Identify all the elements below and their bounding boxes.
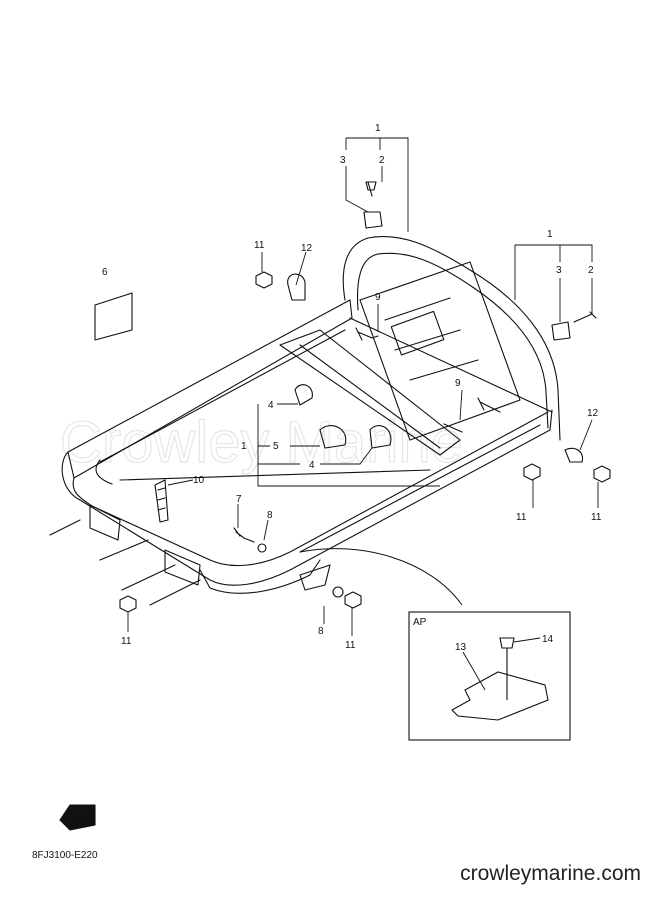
frame-left-rail [61, 409, 553, 586]
bolt-7 [233, 527, 255, 543]
callout-12-top: 12 [301, 243, 313, 254]
clip-4-lower [369, 425, 392, 449]
callouts: 1 3 2 11 12 9 1 3 2 6 4 1 5 4 9 12 11 11… [70, 123, 602, 828]
skid-plate-lines [49, 519, 201, 606]
clip-5 [319, 425, 347, 449]
diagram-code: 8FJ3100-E220 [32, 850, 98, 861]
callout-3-top: 3 [340, 155, 346, 166]
screw-14 [499, 637, 515, 700]
callout-1-mid: 1 [241, 441, 247, 452]
frame-front-rail [72, 411, 549, 567]
clamp-12-right [564, 447, 584, 463]
site-url: crowleymarine.com [460, 862, 641, 885]
washer-8-lower [332, 586, 344, 598]
callout-11-left: 11 [121, 636, 132, 647]
frame-right-rail [95, 424, 541, 553]
nut-11-bottom [344, 591, 362, 609]
callout-9-top: 9 [375, 292, 381, 303]
callout-11-right-a: 11 [516, 512, 527, 523]
strap-10 [154, 479, 169, 523]
bolt-9-mid [443, 397, 501, 433]
callout-9-mid: 9 [455, 378, 461, 389]
front-tab [299, 564, 331, 591]
label-6 [94, 292, 133, 341]
callout-5: 5 [273, 441, 279, 452]
mount-tab-front [89, 504, 201, 586]
cross-member [279, 329, 461, 456]
callout-8-upper: 8 [267, 510, 273, 521]
inset-box [408, 611, 571, 741]
washer-8-upper [257, 543, 267, 553]
callout-14: 14 [542, 634, 554, 645]
roll-bar-plate [390, 310, 445, 356]
callout-10: 10 [193, 475, 205, 486]
roll-bar-outer [342, 236, 561, 441]
inset-leader [299, 548, 463, 606]
grommet-right [551, 321, 571, 341]
nut-11-left [119, 595, 137, 613]
callout-1-right: 1 [547, 229, 553, 240]
clip-4-upper [294, 384, 313, 406]
nut-11-top [255, 271, 273, 289]
roll-bar-inner [357, 252, 549, 429]
frame-outer-rail [67, 299, 353, 479]
front-bumper [199, 559, 321, 594]
callout-6: 6 [102, 267, 108, 278]
callout-1-top: 1 [375, 123, 381, 134]
callout-7: 7 [236, 494, 242, 505]
callout-13: 13 [455, 642, 467, 653]
callout-4-upper: 4 [268, 400, 274, 411]
inset-label: AP [413, 617, 427, 628]
skid-pad-13 [451, 671, 549, 721]
fwd-arrow-icon [59, 804, 96, 831]
callout-2-top: 2 [379, 155, 385, 166]
callout-3-right: 3 [556, 265, 562, 276]
grommet-upper [363, 211, 383, 229]
callout-4-lower: 4 [309, 460, 315, 471]
callout-8-lower: 8 [318, 626, 324, 637]
clamp-12-top [287, 273, 306, 301]
callout-12-right: 12 [587, 408, 599, 419]
grommet-pin-right [573, 311, 597, 323]
leader-lines [127, 137, 599, 691]
callout-11-bottom: 11 [345, 640, 356, 651]
nut-11-right-b [593, 465, 611, 483]
roll-bar-bracket [359, 261, 521, 441]
callout-11-right-b: 11 [591, 512, 602, 523]
callout-2-right: 2 [588, 265, 594, 276]
grommet-pin-upper [365, 181, 377, 197]
nut-11-right-a [523, 463, 541, 481]
callout-11-top: 11 [254, 240, 265, 251]
bolt-9-top [355, 327, 379, 341]
